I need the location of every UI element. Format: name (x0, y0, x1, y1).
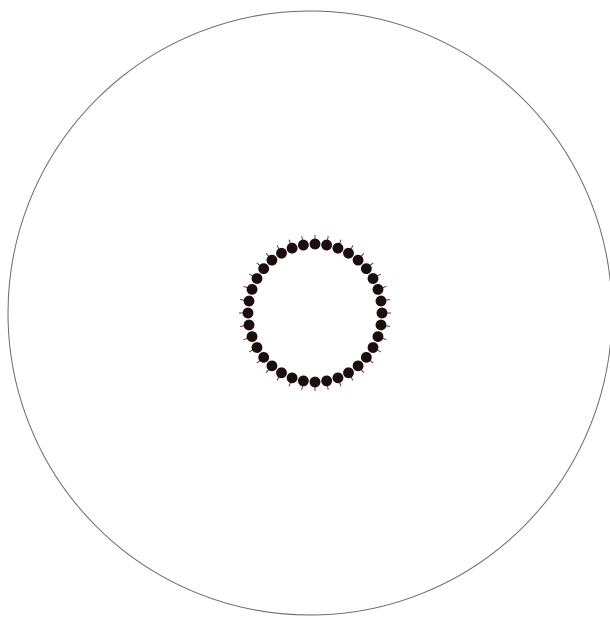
ring-bead (267, 360, 278, 371)
ring-bead (353, 255, 364, 266)
ring-bead (247, 331, 258, 342)
ring-bead (333, 372, 344, 383)
ring-bead (373, 331, 384, 342)
ring-bead (310, 239, 321, 250)
ring-bead (276, 248, 287, 259)
ring-bead (343, 367, 354, 378)
ring-bead (310, 377, 321, 388)
ring-bead (343, 248, 354, 259)
ring-bead (247, 284, 258, 295)
ring-bead (243, 308, 254, 319)
ring-bead (376, 296, 387, 307)
ring-bead (298, 240, 309, 251)
ring-bead (368, 273, 379, 284)
ring-bead (361, 352, 372, 363)
ring-bead (258, 263, 269, 274)
ring-bead (368, 342, 379, 353)
outer-boundary-circle (8, 11, 610, 615)
bead-ring (239, 235, 391, 391)
ring-bead (377, 308, 388, 319)
ring-bead (353, 360, 364, 371)
ring-bead (244, 296, 255, 307)
ring-bead (321, 240, 332, 251)
ring-bead (361, 263, 372, 274)
ring-bead (287, 243, 298, 254)
ring-bead (373, 284, 384, 295)
ring-bead (333, 243, 344, 254)
ring-bead (298, 376, 309, 387)
ring-bead (258, 352, 269, 363)
ring-bead (252, 342, 263, 353)
ring-bead (267, 255, 278, 266)
ring-bead (376, 320, 387, 331)
ring-bead (244, 320, 255, 331)
ring-bead (276, 367, 287, 378)
ring-bead (287, 372, 298, 383)
ring-bead (252, 273, 263, 284)
ring-bead (321, 376, 332, 387)
